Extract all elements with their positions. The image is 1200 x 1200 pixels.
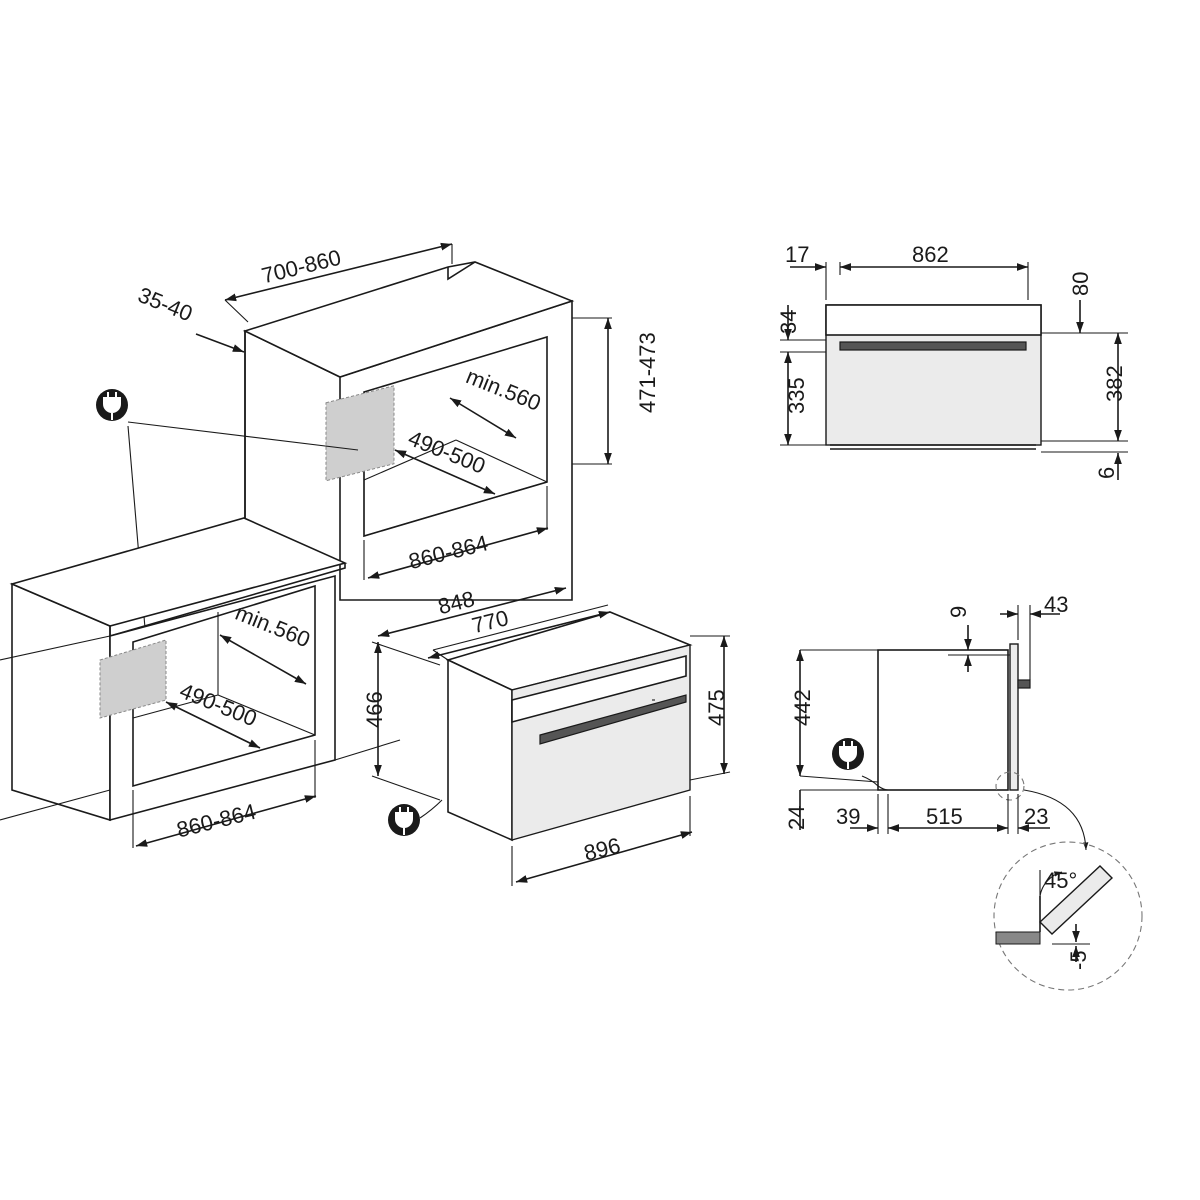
oven-side: [447, 658, 513, 842]
detail-surface: [995, 931, 1041, 945]
side-view: [799, 643, 1089, 851]
dim-side-height: 442: [790, 689, 815, 726]
dim-niche-width-lower: 860-864: [174, 799, 258, 843]
plug-callout-upper: [96, 389, 359, 641]
dim-front: 23: [1024, 804, 1048, 829]
oven-control-strip: [511, 654, 687, 724]
front-view-dimensions: 17 862 80 34 335 382 6: [776, 242, 1128, 480]
dim-door-depth: 43: [1044, 592, 1068, 617]
worktop-edge: [109, 563, 346, 638]
detail-circle: [993, 841, 1143, 991]
dim-side-depth: 515: [926, 804, 963, 829]
dim-body-height: 466: [362, 691, 387, 728]
dim-front-width: 896: [581, 833, 623, 866]
detail-marker: [995, 771, 1025, 801]
niche-floor-edge-2: [455, 439, 548, 483]
plug-icon: [388, 804, 420, 836]
dim-panel-height: 34: [776, 310, 801, 334]
dim-depth-upper: 35-40: [135, 282, 197, 326]
front-top-panel: [825, 304, 1042, 336]
side-door: [1009, 643, 1019, 791]
side-cable: [861, 775, 889, 791]
socket-area-lower: [99, 639, 167, 719]
detail-arrow: [1023, 789, 1089, 851]
detail-angle: 45°: [1044, 868, 1077, 893]
oven-isometric: [419, 604, 693, 842]
front-handle: [839, 341, 1027, 351]
dim-top-gap: 9: [946, 606, 971, 618]
front-view: [825, 304, 1042, 450]
dim-height-upper: 471-473: [635, 332, 660, 413]
dim-front-width-top: 862: [912, 242, 949, 267]
side-handle: [1017, 679, 1031, 689]
detail-view: 45° -5: [993, 841, 1143, 991]
dim-front-height: 475: [704, 689, 729, 726]
dim-total-height-front: 382: [1102, 365, 1127, 402]
side-body: [877, 649, 1009, 791]
lower-niche: [0, 517, 401, 822]
socket-area-upper: [325, 385, 395, 482]
detail-door-edge: [1038, 865, 1114, 935]
plug-icon: [832, 738, 864, 770]
power-cable: [419, 799, 443, 819]
dim-rear: 39: [836, 804, 860, 829]
side-view-dimensions: 9 43 442 24 39 515 23: [784, 592, 1068, 834]
detail-offset: -5: [1066, 950, 1091, 970]
dim-body-height-front: 335: [784, 377, 809, 414]
dim-top-clearance: 80: [1068, 272, 1093, 296]
dim-bottom-gap: 6: [1094, 467, 1119, 479]
dim-side-gap: 17: [785, 242, 809, 267]
oven-handle: [539, 694, 687, 745]
dim-base: 24: [784, 806, 809, 830]
